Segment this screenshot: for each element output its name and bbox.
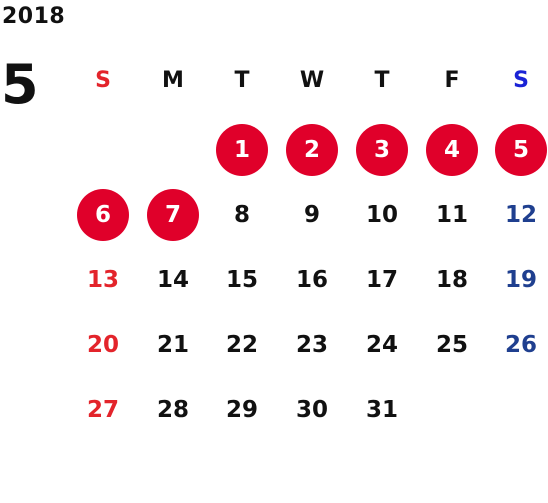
day-cell: 8 (233, 202, 250, 228)
day-cell: 10 (365, 202, 398, 228)
day-cell: 30 (295, 397, 328, 423)
day-cell: 18 (435, 267, 468, 293)
weekday-monday: M (162, 68, 184, 93)
day-cell: 17 (365, 267, 398, 293)
day-cell: 26 (504, 332, 537, 358)
weekday-friday: F (444, 68, 460, 93)
weekday-header-row: S M T W T F S (0, 66, 548, 96)
day-cell: 15 (225, 267, 258, 293)
day-cell: 28 (156, 397, 189, 423)
day-cell: 27 (86, 397, 119, 423)
day-cell: 1 (216, 124, 268, 176)
day-cell: 13 (86, 267, 119, 293)
day-cell: 24 (365, 332, 398, 358)
day-cell: 3 (356, 124, 408, 176)
day-cell: 21 (156, 332, 189, 358)
weekday-wednesday: W (299, 68, 325, 93)
day-cell: 11 (435, 202, 468, 228)
day-cell: 19 (504, 267, 537, 293)
day-cell: 22 (225, 332, 258, 358)
day-cell: 9 (303, 202, 320, 228)
day-cell: 16 (295, 267, 328, 293)
calendar-year: 2018 (2, 4, 66, 29)
day-cell: 31 (365, 397, 398, 423)
day-cell: 23 (295, 332, 328, 358)
day-cell: 20 (86, 332, 119, 358)
weekday-tuesday: T (234, 68, 250, 93)
calendar-month: 5 (1, 53, 39, 116)
day-cell: 6 (77, 189, 129, 241)
day-cell: 2 (286, 124, 338, 176)
day-cell: 5 (495, 124, 547, 176)
day-cell: 29 (225, 397, 258, 423)
weekday-sunday: S (95, 68, 111, 93)
day-cell: 7 (147, 189, 199, 241)
weekday-saturday: S (513, 68, 529, 93)
day-cell: 14 (156, 267, 189, 293)
day-cell: 12 (504, 202, 537, 228)
day-cell: 25 (435, 332, 468, 358)
day-cell: 4 (426, 124, 478, 176)
weekday-thursday: T (374, 68, 390, 93)
